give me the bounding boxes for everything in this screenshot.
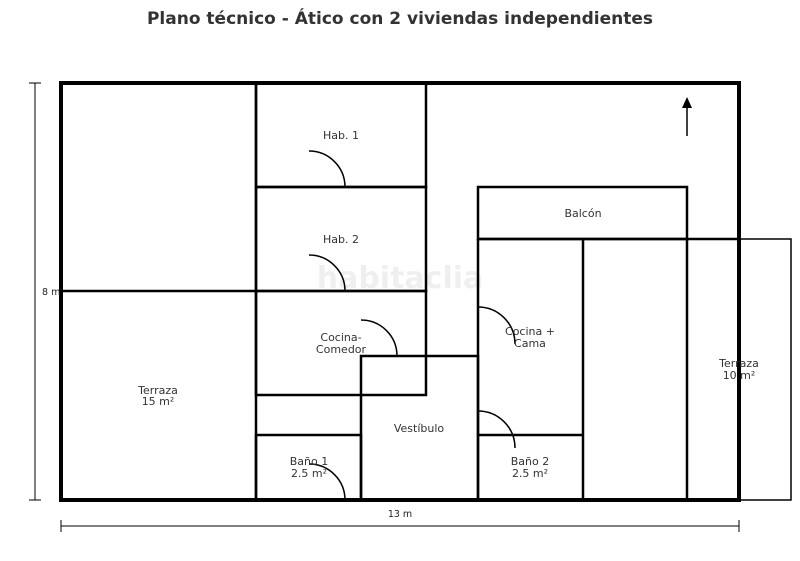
label-hab2: Hab. 2 <box>323 233 359 246</box>
door-arc-hab2 <box>308 254 346 292</box>
label-balcon: Balcón <box>564 207 601 220</box>
width-label: 13 m <box>388 509 412 520</box>
label-bano1: Baño 1 <box>290 455 328 468</box>
height-dimension: 8 m <box>29 82 60 501</box>
north-arrow-icon <box>682 97 692 136</box>
label-terraza-left-area: 15 m² <box>142 395 175 408</box>
room-bano1 <box>254 433 363 502</box>
label-vestibulo: Vestíbulo <box>394 422 445 435</box>
label-hab1: Hab. 1 <box>323 129 359 142</box>
door-arc-cocina-cama <box>477 306 516 345</box>
height-label: 8 m <box>42 287 60 298</box>
label-bano2: Baño 2 <box>511 455 549 468</box>
door-arc-hab1 <box>308 150 346 188</box>
label-cocina-comedor-2: Comedor <box>316 343 367 356</box>
label-cocina-comedor-1: Cocina- <box>320 331 361 344</box>
interior-walls <box>61 81 792 502</box>
label-bano2-area: 2.5 m² <box>512 467 548 480</box>
room-cocina-comedor <box>254 289 428 397</box>
label-bano1-area: 2.5 m² <box>291 467 327 480</box>
label-cocina-cama-1: Cocina + <box>505 325 555 338</box>
door-arc-bano1 <box>308 463 346 501</box>
label-terraza-right-area: 10 m² <box>723 369 756 382</box>
door-arc-cocina-comedor <box>360 319 398 357</box>
plan-title: Plano técnico - Ático con 2 viviendas in… <box>147 7 653 29</box>
door-arc-bano2 <box>477 410 516 449</box>
room-terraza-right <box>739 238 792 501</box>
label-cocina-cama-2: Cama <box>514 337 546 350</box>
label-terraza-right: Terraza <box>718 357 759 370</box>
doors <box>308 150 516 501</box>
width-dimension: 13 m <box>60 509 740 532</box>
label-terraza-left: Terraza <box>137 384 178 397</box>
